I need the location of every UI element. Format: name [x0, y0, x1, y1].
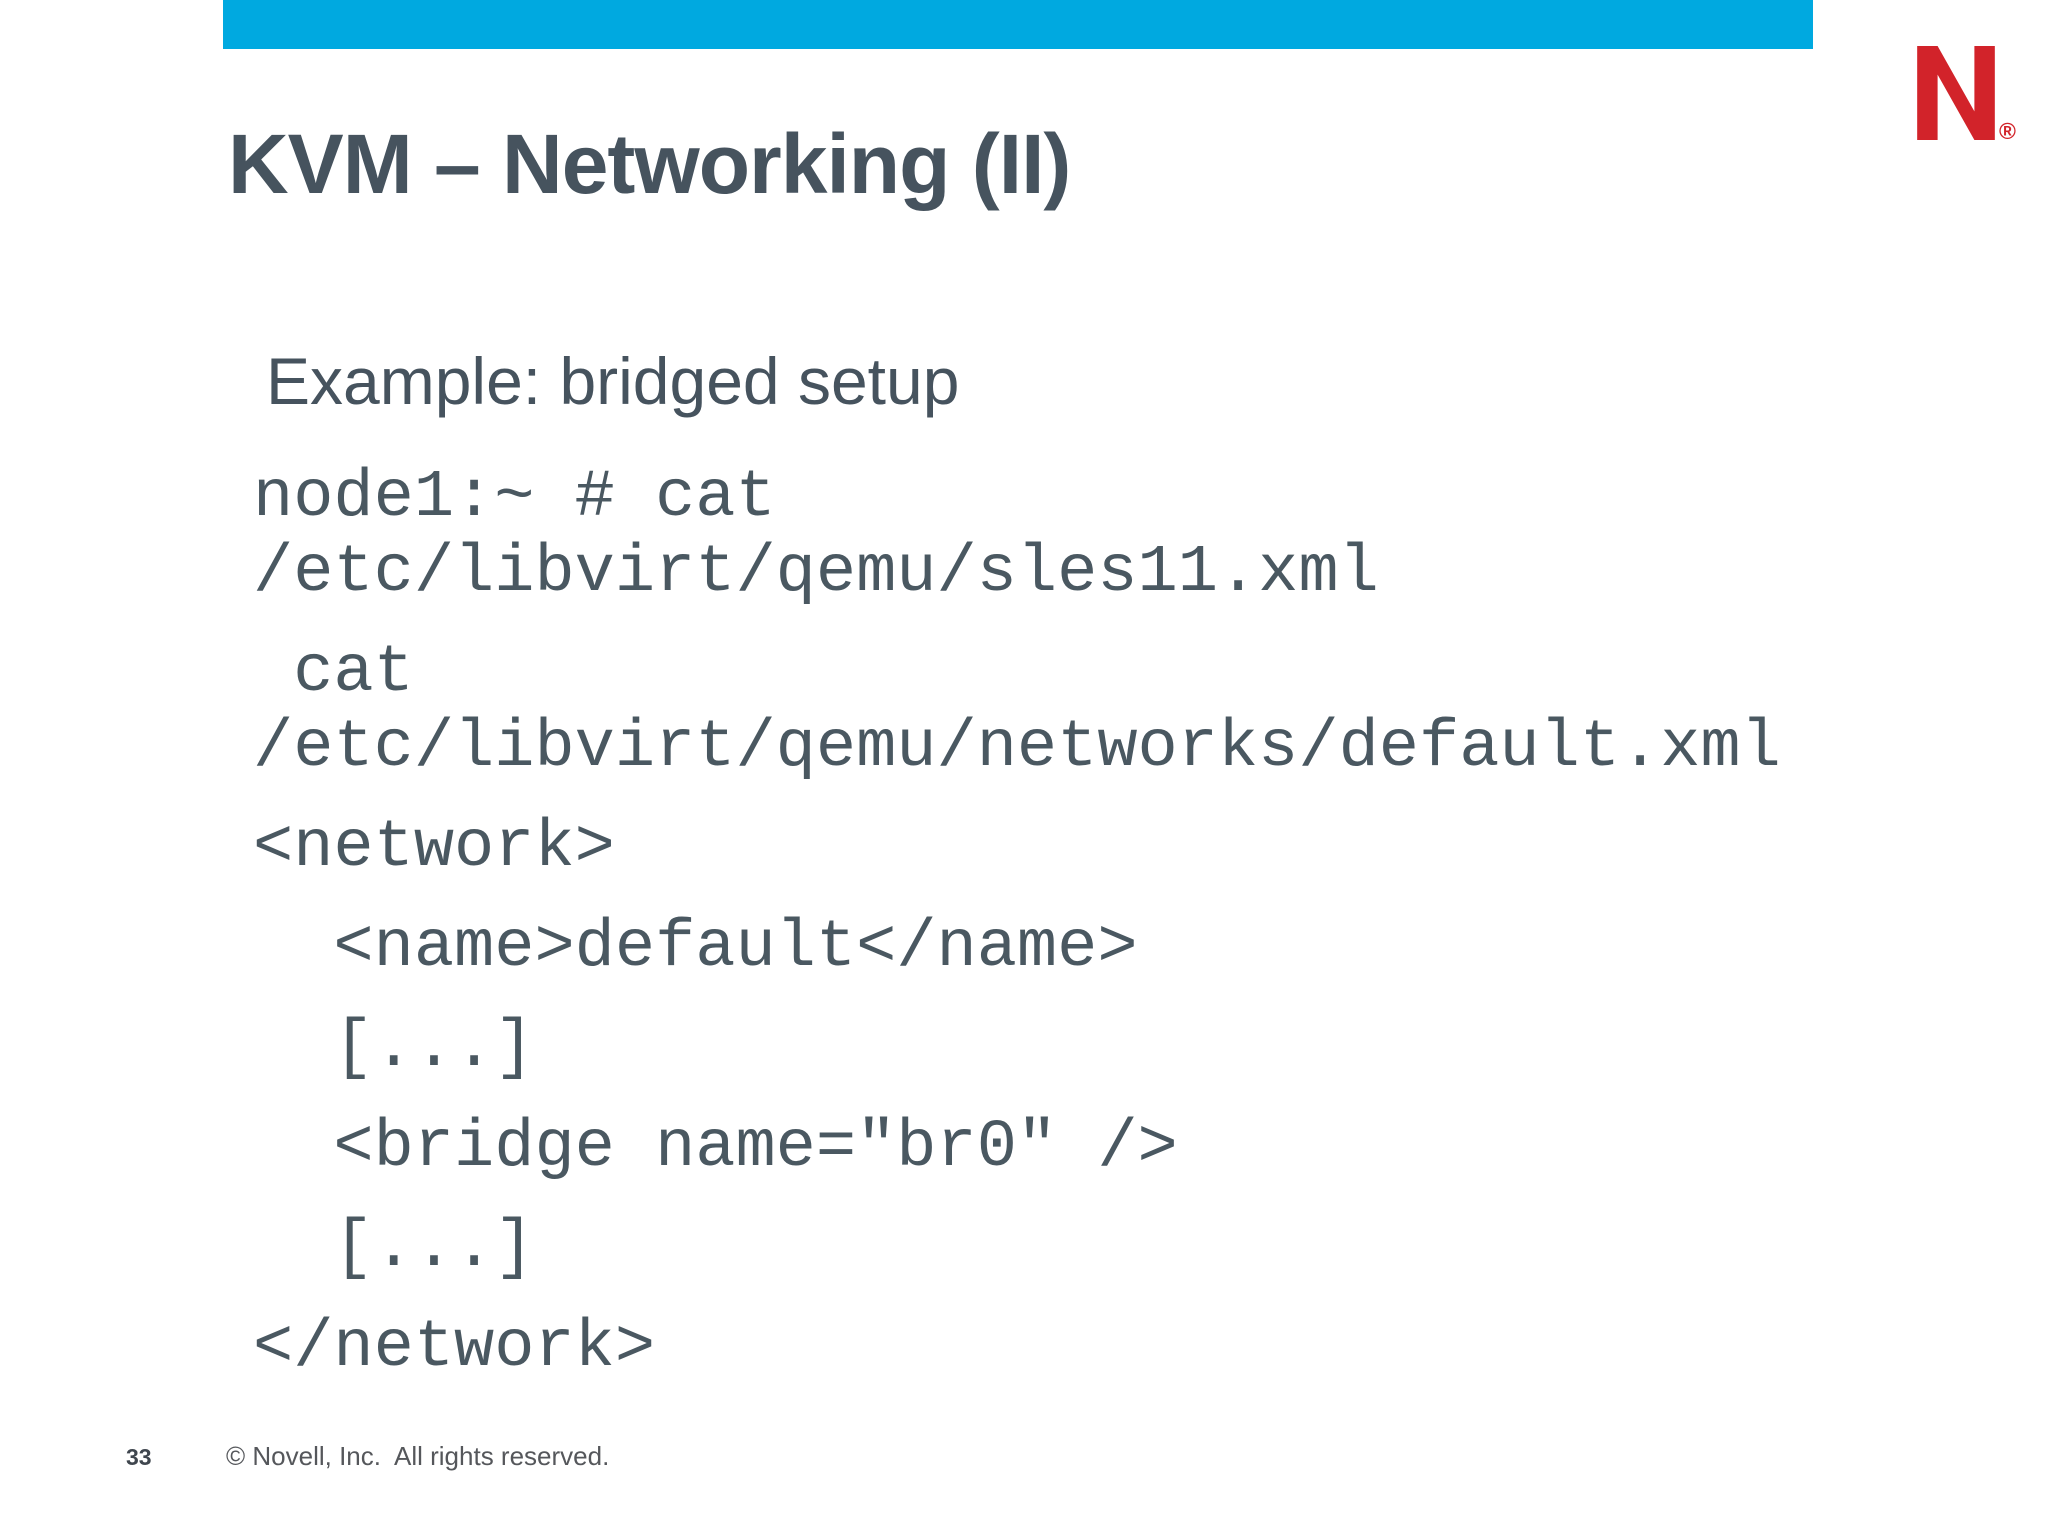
page-number: 33 — [126, 1444, 152, 1470]
novell-n-icon — [1917, 46, 1995, 140]
novell-n-path — [1917, 46, 1995, 140]
slide-title: KVM – Networking (II) — [228, 117, 1071, 211]
copyright-text: © Novell, Inc. All rights reserved. — [226, 1441, 610, 1471]
code-line: <network> — [253, 810, 615, 886]
code-paragraph: node1:~ # cat/etc/libvirt/qemu/sles11.xm… — [253, 461, 1781, 611]
registered-trademark-icon: ® — [1999, 118, 2016, 144]
code-block: node1:~ # cat/etc/libvirt/qemu/sles11.xm… — [253, 461, 1781, 1411]
code-line: [...] — [253, 1210, 535, 1286]
slide-subtitle: Example: bridged setup — [266, 344, 960, 418]
code-line: </network> — [253, 1310, 656, 1386]
code-line: /etc/libvirt/qemu/sles11.xml — [253, 535, 1379, 611]
code-paragraph: <bridge name="br0" /> — [253, 1111, 1781, 1186]
code-paragraph: <name>default</name> — [253, 911, 1781, 986]
code-paragraph: cat/etc/libvirt/qemu/networks/default.xm… — [253, 636, 1781, 786]
code-line: [...] — [253, 1010, 535, 1086]
code-paragraph: <network> — [253, 811, 1781, 886]
novell-logo: ® — [1917, 46, 2021, 146]
code-paragraph: [...] — [253, 1211, 1781, 1286]
code-paragraph: </network> — [253, 1311, 1781, 1386]
code-line: cat — [253, 635, 414, 711]
code-line: <bridge name="br0" /> — [253, 1110, 1178, 1186]
accent-bar — [223, 0, 1813, 49]
code-line: node1:~ # cat — [253, 460, 776, 536]
code-paragraph: [...] — [253, 1011, 1781, 1086]
code-line: /etc/libvirt/qemu/networks/default.xml — [253, 710, 1781, 786]
code-line: <name>default</name> — [253, 910, 1138, 986]
